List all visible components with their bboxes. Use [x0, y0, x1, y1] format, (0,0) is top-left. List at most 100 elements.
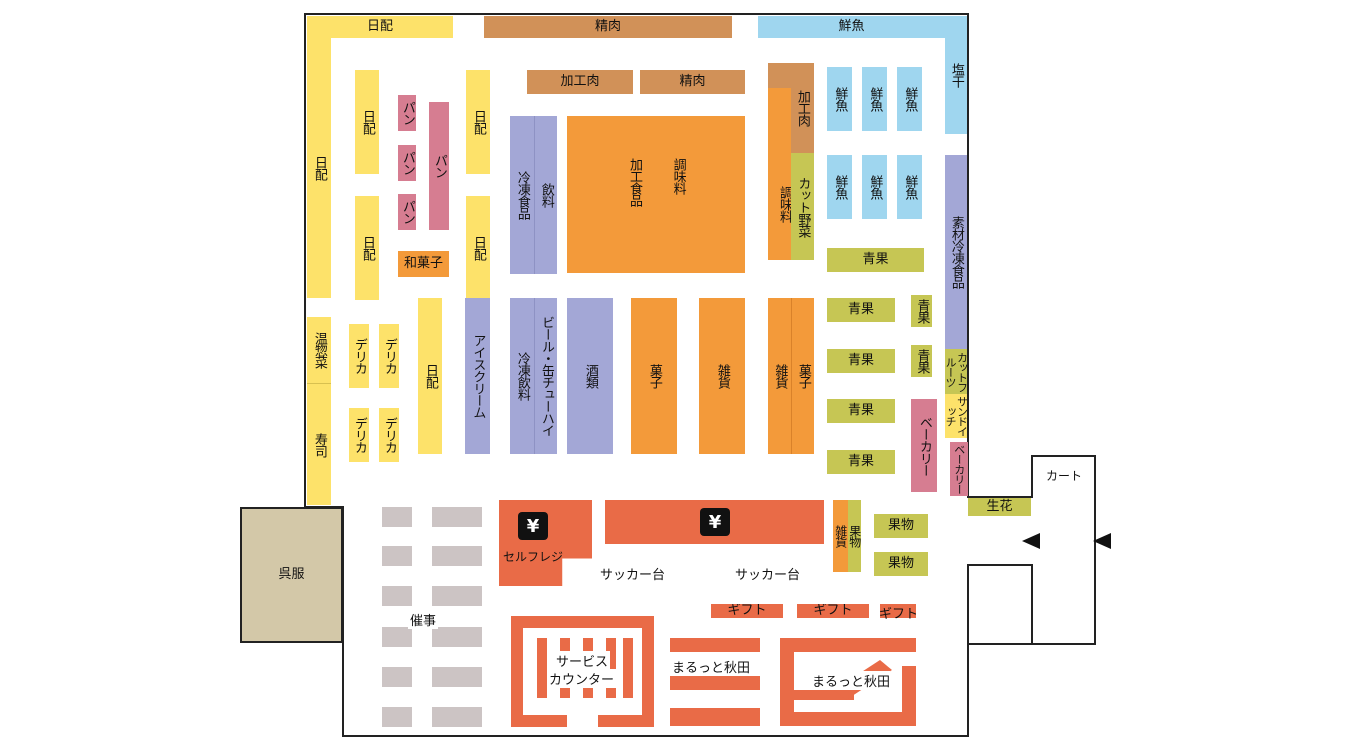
seika-3: 青果: [827, 349, 895, 373]
marutto-akita-2: まるっと秋田: [812, 671, 891, 690]
event-table: [432, 546, 482, 566]
label: 青果: [847, 403, 874, 419]
label: パン: [399, 151, 415, 175]
delica-4: デリカ: [379, 408, 399, 462]
zakka-3: 雑貨: [833, 500, 848, 572]
cut-yasai: カット野菜: [791, 153, 814, 260]
sengyo-2: 鮮魚: [862, 67, 887, 131]
delica-2: デリカ: [379, 324, 399, 388]
entrance-arrow-1: [1022, 533, 1040, 549]
delica-1: デリカ: [349, 324, 369, 388]
nichihai-shelf-5: 日配: [418, 298, 442, 454]
label: 酒類: [582, 364, 598, 388]
sacker-label-1: サッカー台: [600, 568, 666, 583]
gift-2: ギフト: [797, 604, 869, 618]
zakka-2: 雑貨: [768, 298, 791, 454]
cart-label: カート: [1046, 469, 1083, 483]
seika-7: 青果: [911, 345, 932, 377]
delica-3: デリカ: [349, 408, 369, 462]
marutto-akita-1: まるっと秋田: [672, 657, 751, 676]
kashi-1: 菓子: [631, 298, 677, 454]
label: 日配: [359, 236, 375, 260]
reito-shokuhin: 冷凍食品: [510, 116, 534, 274]
entrance-arrow-2: [1093, 533, 1111, 549]
label: 加工肉: [794, 90, 810, 126]
label: ベーカリー: [952, 444, 966, 494]
seiniku-top: 精肉: [484, 16, 732, 38]
seika-6: 青果: [911, 295, 932, 327]
label: サンドイッチ: [945, 396, 967, 436]
gift-1: ギフト: [711, 604, 783, 618]
label: デリカ: [351, 338, 367, 374]
event-table: [382, 627, 412, 647]
onsozai: 温惣菜: [307, 317, 331, 383]
sandwich: サンドイッチ: [945, 394, 967, 438]
bakery-2: ベーカリー: [950, 442, 968, 496]
sengyo-6: 鮮魚: [897, 155, 922, 219]
label: 加工肉: [560, 74, 600, 90]
label: 青果: [862, 252, 889, 268]
label: 鮮魚: [902, 87, 918, 111]
sengyo-3: 鮮魚: [897, 67, 922, 131]
event-label: 催事: [408, 610, 439, 629]
inryo: 飲料: [534, 116, 557, 274]
label: 鮮魚: [902, 175, 918, 199]
sake: 酒類: [567, 298, 613, 454]
nichihai-shelf-1: 日配: [355, 70, 379, 174]
beer: ビール・缶チューハイ: [534, 298, 557, 454]
label: 日配: [422, 364, 438, 388]
label: パン: [399, 101, 415, 125]
event-table: [382, 707, 412, 727]
label: 寿司: [311, 432, 327, 457]
label: 雑貨: [714, 364, 730, 388]
label: 鮮魚: [867, 87, 883, 111]
gofuku-label: 呉服: [278, 567, 305, 583]
label: 温惣菜: [311, 332, 327, 368]
sozai-reito: 素材冷凍食品: [945, 155, 967, 349]
label: 日配: [470, 110, 486, 134]
event-table: [432, 707, 482, 727]
nichihai-shelf-3: 日配: [466, 70, 490, 174]
event-table: [432, 667, 482, 687]
label: 青果: [914, 299, 930, 323]
pan-3: パン: [398, 194, 416, 230]
label: パン: [399, 200, 415, 224]
service-counter-line1: サービス: [554, 651, 611, 670]
label: 日配: [311, 156, 327, 180]
seika-1: 青果: [827, 248, 924, 272]
label: 精肉: [594, 19, 621, 35]
label: ギフト: [813, 604, 853, 618]
label: カット野菜: [795, 176, 811, 237]
reito-inryo: 冷凍飲料: [510, 298, 534, 454]
event-table: [382, 586, 412, 606]
label: 素材冷凍食品: [948, 216, 964, 288]
event-table: [432, 586, 482, 606]
label: 雑貨: [833, 525, 848, 547]
kudamono-3: 果物: [874, 552, 928, 576]
zakka-1: 雑貨: [699, 298, 745, 454]
service-counter-line2: カウンター: [547, 669, 617, 688]
label: 青果: [847, 302, 874, 318]
bakery-1: ベーカリー: [911, 399, 937, 492]
seika-flower: 生花: [968, 498, 1031, 516]
nichihai-left-wall: 日配: [307, 38, 331, 298]
wagashi: 和菓子: [398, 251, 449, 277]
label: 飲料: [538, 183, 554, 207]
sushi: 寿司: [307, 383, 331, 505]
label: カットフルーツ: [945, 351, 967, 392]
pan-2: パン: [398, 145, 416, 181]
label: 鮮魚: [832, 175, 848, 199]
sengyo-1: 鮮魚: [827, 67, 852, 131]
label: 果物: [887, 556, 914, 572]
ice-cream: アイスクリーム: [465, 298, 490, 454]
yen-icon: ¥: [518, 512, 548, 540]
label: 日配: [366, 19, 393, 35]
label: ベーカリー: [916, 415, 932, 476]
label: 青果: [847, 353, 874, 369]
event-table: [382, 667, 412, 687]
yen-icon: ¥: [700, 508, 730, 536]
label: アイスクリーム: [470, 334, 486, 418]
kashi-2: 菓子: [791, 298, 814, 454]
label: 鮮魚: [832, 87, 848, 111]
